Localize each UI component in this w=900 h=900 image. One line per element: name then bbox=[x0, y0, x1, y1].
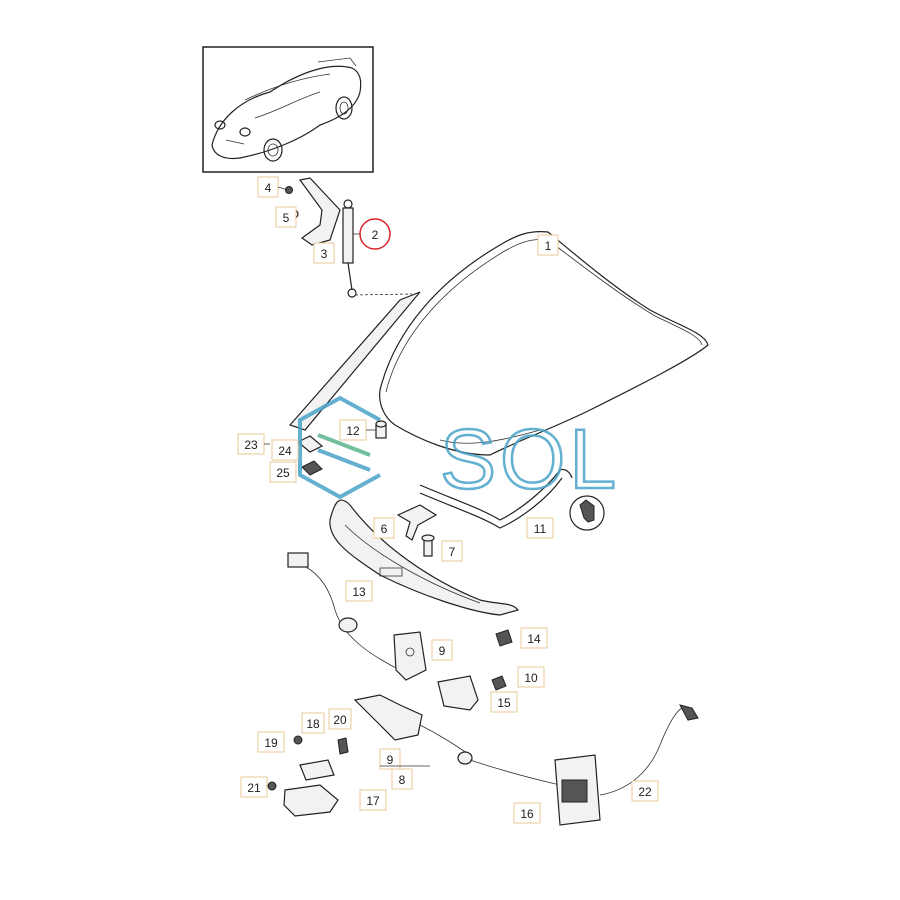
svg-text:24: 24 bbox=[278, 444, 292, 458]
watermark-text: SOL bbox=[440, 412, 620, 506]
callout-4: 4 bbox=[257, 176, 289, 198]
sol-watermark: SOL bbox=[298, 395, 620, 507]
callout-23: 23 bbox=[237, 433, 270, 455]
callout-8: 8 bbox=[380, 765, 430, 790]
lower-lock bbox=[353, 694, 473, 765]
callout-21: 21 bbox=[240, 776, 268, 798]
callout-15: 15 bbox=[490, 691, 518, 713]
callout-24: 24 bbox=[271, 439, 299, 461]
svg-text:23: 23 bbox=[244, 438, 258, 452]
callout-3: 3 bbox=[313, 242, 335, 264]
bracket-and-bolt bbox=[396, 504, 438, 557]
hood-side-trim bbox=[288, 291, 421, 476]
svg-text:14: 14 bbox=[527, 632, 541, 646]
svg-text:7: 7 bbox=[449, 545, 456, 559]
svg-text:4: 4 bbox=[265, 181, 272, 195]
svg-text:3: 3 bbox=[321, 247, 328, 261]
release-cable-upper bbox=[287, 552, 401, 671]
svg-text:5: 5 bbox=[283, 211, 290, 225]
callout-13: 13 bbox=[345, 580, 373, 602]
svg-text:11: 11 bbox=[534, 522, 547, 536]
switch-assembly bbox=[267, 735, 349, 817]
svg-text:22: 22 bbox=[638, 785, 652, 799]
gas-strut bbox=[342, 199, 413, 298]
lock-bracket bbox=[437, 675, 507, 711]
svg-text:2: 2 bbox=[372, 228, 379, 242]
callout-18: 18 bbox=[301, 712, 325, 734]
callout-25: 25 bbox=[269, 461, 297, 483]
callout-16: 16 bbox=[513, 802, 541, 824]
hood-buffer bbox=[375, 420, 387, 439]
hood-lock bbox=[393, 631, 427, 681]
callout-10: 10 bbox=[517, 666, 545, 688]
release-cable-lower bbox=[469, 704, 699, 796]
svg-text:19: 19 bbox=[264, 736, 278, 750]
vehicle-thumbnail bbox=[202, 46, 374, 173]
callout-14: 14 bbox=[520, 627, 548, 649]
callout-6: 6 bbox=[373, 517, 395, 539]
callout-17: 17 bbox=[359, 789, 387, 811]
callout-2: 2 bbox=[353, 218, 391, 250]
svg-text:8: 8 bbox=[399, 773, 406, 787]
svg-text:21: 21 bbox=[247, 781, 261, 795]
svg-text:10: 10 bbox=[524, 671, 538, 685]
release-handle bbox=[554, 754, 601, 826]
svg-text:6: 6 bbox=[381, 522, 388, 536]
svg-text:18: 18 bbox=[306, 717, 320, 731]
svg-text:16: 16 bbox=[520, 807, 534, 821]
callout-11: 11 bbox=[526, 517, 554, 539]
callout-1: 1 bbox=[537, 234, 559, 256]
callout-19: 19 bbox=[257, 731, 285, 753]
svg-text:12: 12 bbox=[346, 424, 360, 438]
callout-20: 20 bbox=[328, 708, 352, 730]
svg-text:25: 25 bbox=[276, 466, 290, 480]
svg-text:1: 1 bbox=[545, 239, 552, 253]
svg-text:20: 20 bbox=[333, 713, 347, 727]
svg-text:15: 15 bbox=[497, 696, 511, 710]
svg-text:9: 9 bbox=[439, 644, 446, 658]
hood-seal bbox=[419, 468, 605, 531]
clip bbox=[495, 629, 513, 647]
callout-7: 7 bbox=[441, 540, 463, 562]
callout-22: 22 bbox=[631, 780, 659, 802]
callout-9-lower: 9 bbox=[379, 748, 401, 770]
callout-5: 5 bbox=[275, 206, 297, 228]
cross-member bbox=[329, 499, 520, 616]
callout-12: 12 bbox=[339, 419, 376, 441]
svg-text:17: 17 bbox=[366, 794, 380, 808]
svg-text:13: 13 bbox=[352, 585, 366, 599]
svg-text:9: 9 bbox=[387, 753, 394, 767]
callout-9-upper: 9 bbox=[431, 639, 453, 661]
